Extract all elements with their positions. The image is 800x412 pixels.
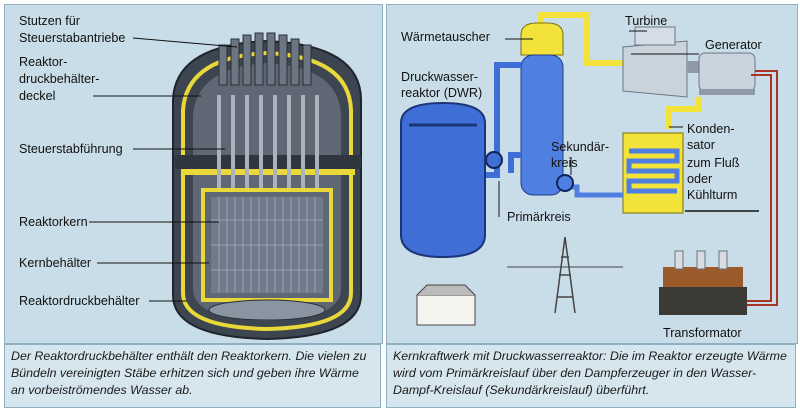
label-nozzles-line1: Stutzen für	[19, 14, 80, 28]
label-reactor-line2: reaktor (DWR)	[401, 86, 482, 100]
label-condenser-line2: sator	[687, 138, 715, 152]
caption-reactor-vessel: Der Reaktordruckbehälter enthält den Rea…	[4, 344, 381, 408]
label-nozzles-line2: Steuerstabantriebe	[19, 31, 125, 45]
label-pressure-vessel: Reaktordruckbehälter	[19, 294, 139, 308]
label-core-barrel: Kernbehälter	[19, 256, 91, 270]
power-plant-panel: Wärmetauscher Turbine Generator Druckwas…	[386, 4, 798, 344]
label-condenser-line1: Konden-	[687, 122, 735, 136]
label-head-line3: deckel	[19, 89, 55, 103]
power-plant-illustration: Wärmetauscher Turbine Generator Druckwas…	[400, 12, 778, 340]
label-core: Reaktorkern	[19, 215, 88, 229]
label-head-line1: Reaktor-	[19, 55, 67, 69]
label-to-river-line1: zum Fluß	[687, 156, 740, 170]
caption-power-plant: Kernkraftwerk mit Druckwasserreaktor: Di…	[386, 344, 796, 408]
reactor-vessel-illustration: Stutzen für Steuerstabantriebe Reaktor- …	[19, 14, 362, 341]
label-to-river-line2: oder	[687, 172, 712, 186]
label-primary-loop: Primärkreis	[507, 210, 571, 224]
label-turbine: Turbine	[625, 14, 667, 28]
label-transformer: Transformator	[663, 326, 742, 340]
label-generator: Generator	[705, 38, 762, 52]
label-to-river-line3: Kühlturm	[687, 188, 737, 202]
reactor-vessel-panel: Stutzen für Steuerstabantriebe Reaktor- …	[4, 4, 383, 344]
label-head-line2: druckbehälter-	[19, 72, 100, 86]
label-secondary-loop-line2: kreis	[551, 156, 578, 170]
label-rod-guide: Steuerstabführung	[19, 142, 123, 156]
label-secondary-loop-line1: Sekundär-	[551, 140, 609, 154]
label-heat-exchanger: Wärmetauscher	[401, 30, 490, 44]
label-reactor-line1: Druckwasser-	[401, 70, 478, 84]
